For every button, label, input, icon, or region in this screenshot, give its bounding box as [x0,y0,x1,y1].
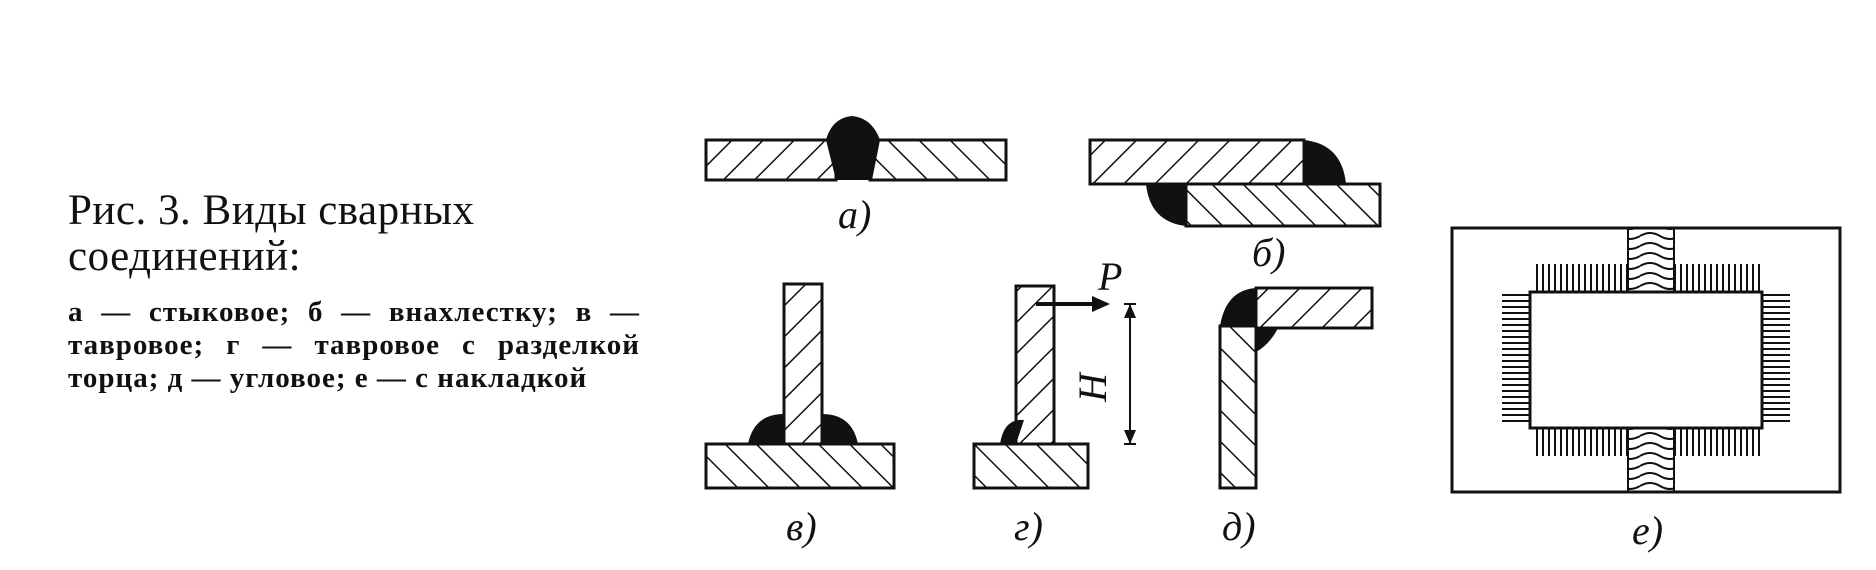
joint-d-corner: д) [1218,286,1374,549]
label-v: в) [786,504,817,549]
label-b: б) [1252,230,1285,275]
joint-g-tee-beveled: P H г) [972,254,1136,549]
joint-e-cover-plate: е) [1450,226,1842,553]
force-label: P [1097,254,1122,299]
label-d: д) [1222,504,1256,549]
figure-caption: Рис. 3. Виды сварных соединений: а — сты… [68,188,640,395]
joint-b-lap: б) [1088,138,1382,275]
height-label: H [1070,371,1115,403]
caption-title: Рис. 3. Виды сварных соединений: [68,187,475,280]
label-e: е) [1632,508,1663,553]
caption-legend: а — стыковое; б — внахлестку; в — тавров… [68,296,640,394]
label-g: г) [1014,504,1043,549]
joint-v-tee: в) [704,282,896,549]
label-a: а) [838,192,871,237]
joint-a-butt: а) [704,116,1008,237]
